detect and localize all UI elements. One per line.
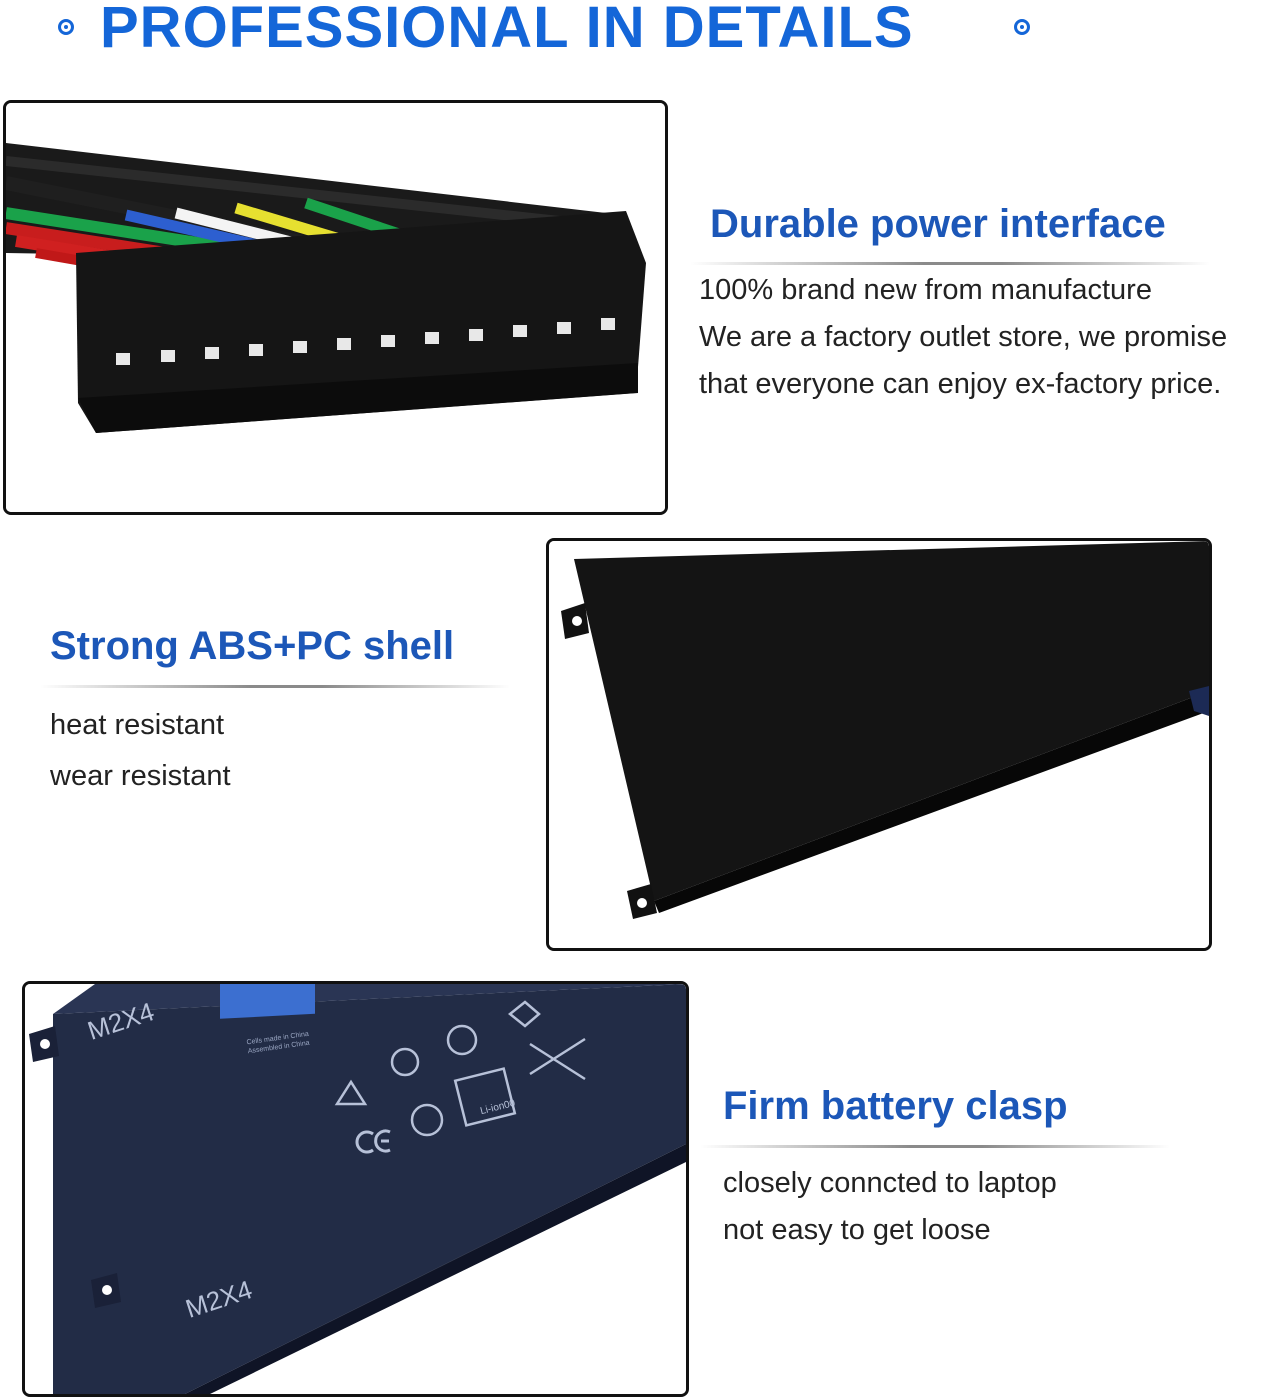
heading-divider xyxy=(700,1145,1170,1148)
heading-divider xyxy=(40,685,510,688)
section-heading-clasp: Firm battery clasp xyxy=(723,1084,1068,1128)
bullet-dot-icon xyxy=(1014,19,1030,35)
connector-photo-frame xyxy=(3,100,668,515)
clasp-photo xyxy=(25,984,686,1394)
text-line: We are a factory outlet store, we promis… xyxy=(699,321,1228,353)
section-text-power-interface: 100% brand new from manufacture We are a… xyxy=(699,267,1227,408)
text-line: 100% brand new from manufacture xyxy=(699,274,1152,306)
section-text-shell: heat resistant wear resistant xyxy=(50,700,231,802)
page-title: PROFESSIONAL IN DETAILS xyxy=(100,0,914,60)
section-heading-power-interface: Durable power interface xyxy=(710,202,1166,246)
text-line: that everyone can enjoy ex-factory price… xyxy=(699,368,1222,400)
text-line: heat resistant xyxy=(50,709,225,741)
section-heading-shell: Strong ABS+PC shell xyxy=(50,624,455,668)
text-line: closely conncted to laptop xyxy=(723,1167,1057,1199)
shell-photo-frame xyxy=(546,538,1212,951)
shell-photo xyxy=(549,541,1209,948)
bullet-dot-icon xyxy=(58,19,74,35)
text-line: not easy to get loose xyxy=(723,1214,991,1246)
text-line: wear resistant xyxy=(50,760,231,792)
page-header: PROFESSIONAL IN DETAILS xyxy=(0,0,1280,64)
heading-divider xyxy=(690,262,1210,265)
connector-photo xyxy=(6,103,665,512)
section-text-clasp: closely conncted to laptop not easy to g… xyxy=(723,1160,1057,1254)
clasp-photo-frame: M2X4 M2X4 Cells made in China Assembled … xyxy=(22,981,689,1397)
